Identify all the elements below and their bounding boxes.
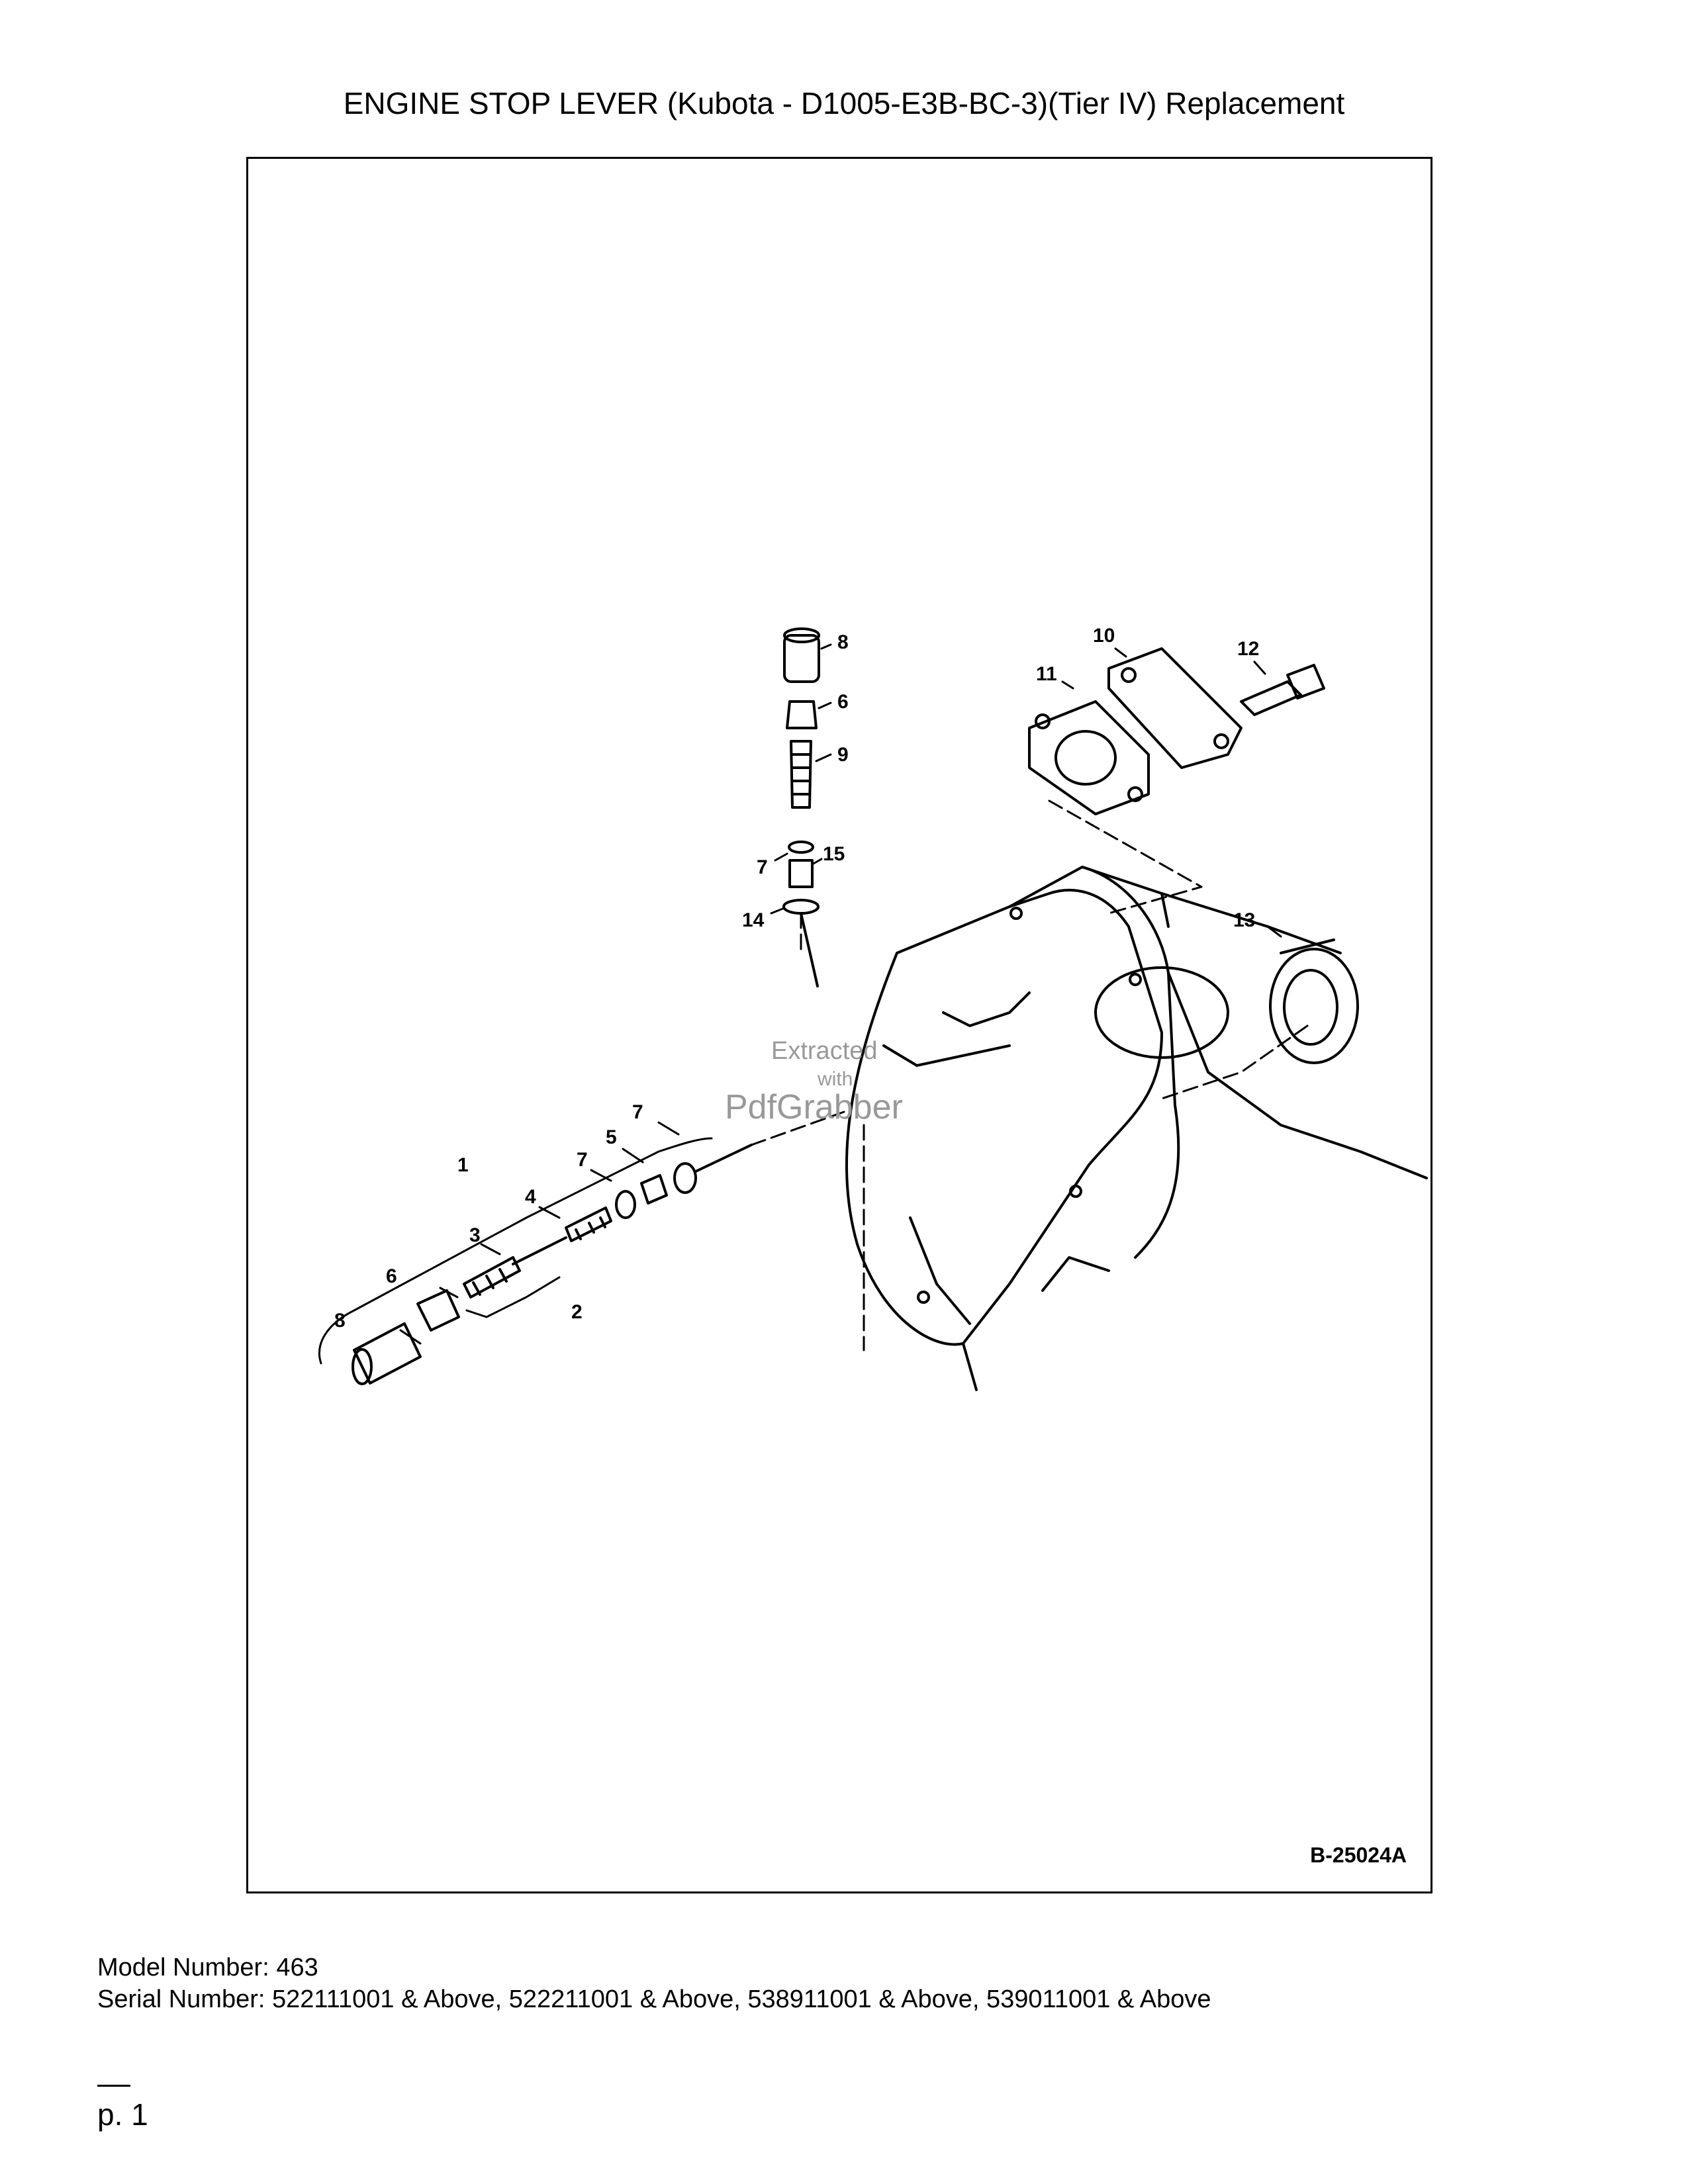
svg-text:Extracted: Extracted bbox=[771, 1037, 878, 1065]
callout-leaders bbox=[318, 643, 1282, 1365]
page-title: ENGINE STOP LEVER (Kubota - D1005-E3B-BC… bbox=[343, 86, 1345, 120]
callout-11: 11 bbox=[1036, 663, 1057, 685]
callout-8-top: 8 bbox=[837, 631, 849, 653]
callout-9: 9 bbox=[837, 744, 849, 766]
serial-number: Serial Number: 522111001 & Above, 522211… bbox=[97, 1985, 1211, 2013]
callout-15: 15 bbox=[823, 843, 845, 865]
horizontal-stop-lever-stack bbox=[352, 1144, 753, 1385]
callout-8-left: 8 bbox=[334, 1310, 346, 1332]
page-number: p. 1 bbox=[97, 2097, 148, 2132]
callout-7-right: 7 bbox=[632, 1101, 643, 1123]
callout-10: 10 bbox=[1093, 625, 1115, 647]
callout-6-left: 6 bbox=[386, 1265, 397, 1287]
callout-1: 1 bbox=[457, 1154, 469, 1176]
callout-4: 4 bbox=[525, 1186, 536, 1208]
gasket-part-11 bbox=[1028, 700, 1150, 815]
callout-6-top: 6 bbox=[837, 691, 849, 713]
vertical-stop-stack bbox=[782, 627, 820, 987]
callout-12: 12 bbox=[1237, 638, 1259, 660]
svg-text:PdfGrabber: PdfGrabber bbox=[725, 1088, 903, 1126]
callout-5: 5 bbox=[606, 1126, 617, 1148]
callout-2: 2 bbox=[571, 1301, 583, 1323]
callout-13: 13 bbox=[1233, 909, 1255, 931]
exploded-parts-diagram: Extracted with PdfGrabber 8 6 9 7 15 14 … bbox=[318, 625, 1428, 1391]
callout-numbers: 8 6 9 7 15 14 10 11 12 13 1 2 3 4 5 6 7 … bbox=[334, 625, 1259, 1332]
page-number-rule bbox=[97, 2085, 130, 2087]
oil-seal-part-13 bbox=[1269, 938, 1359, 1064]
gear-case-housing bbox=[845, 866, 1428, 1391]
figure-code: B-25024A bbox=[1310, 1843, 1407, 1867]
model-number: Model Number: 463 bbox=[97, 1954, 318, 1981]
cover-plate-part-10 bbox=[1107, 647, 1243, 769]
callout-7-top: 7 bbox=[757, 856, 768, 878]
callout-3: 3 bbox=[469, 1224, 481, 1246]
callout-14: 14 bbox=[742, 909, 765, 931]
parts-diagram-frame: Extracted with PdfGrabber 8 6 9 7 15 14 … bbox=[246, 157, 1432, 1893]
callout-7-mid: 7 bbox=[577, 1149, 588, 1171]
svg-text:with: with bbox=[817, 1068, 853, 1090]
pdfgrabber-watermark: Extracted with PdfGrabber bbox=[725, 1037, 903, 1126]
dashed-assembly-lines bbox=[750, 799, 1309, 1351]
bolt-part-12 bbox=[1240, 664, 1325, 716]
o-ring-bore bbox=[1094, 966, 1229, 1059]
